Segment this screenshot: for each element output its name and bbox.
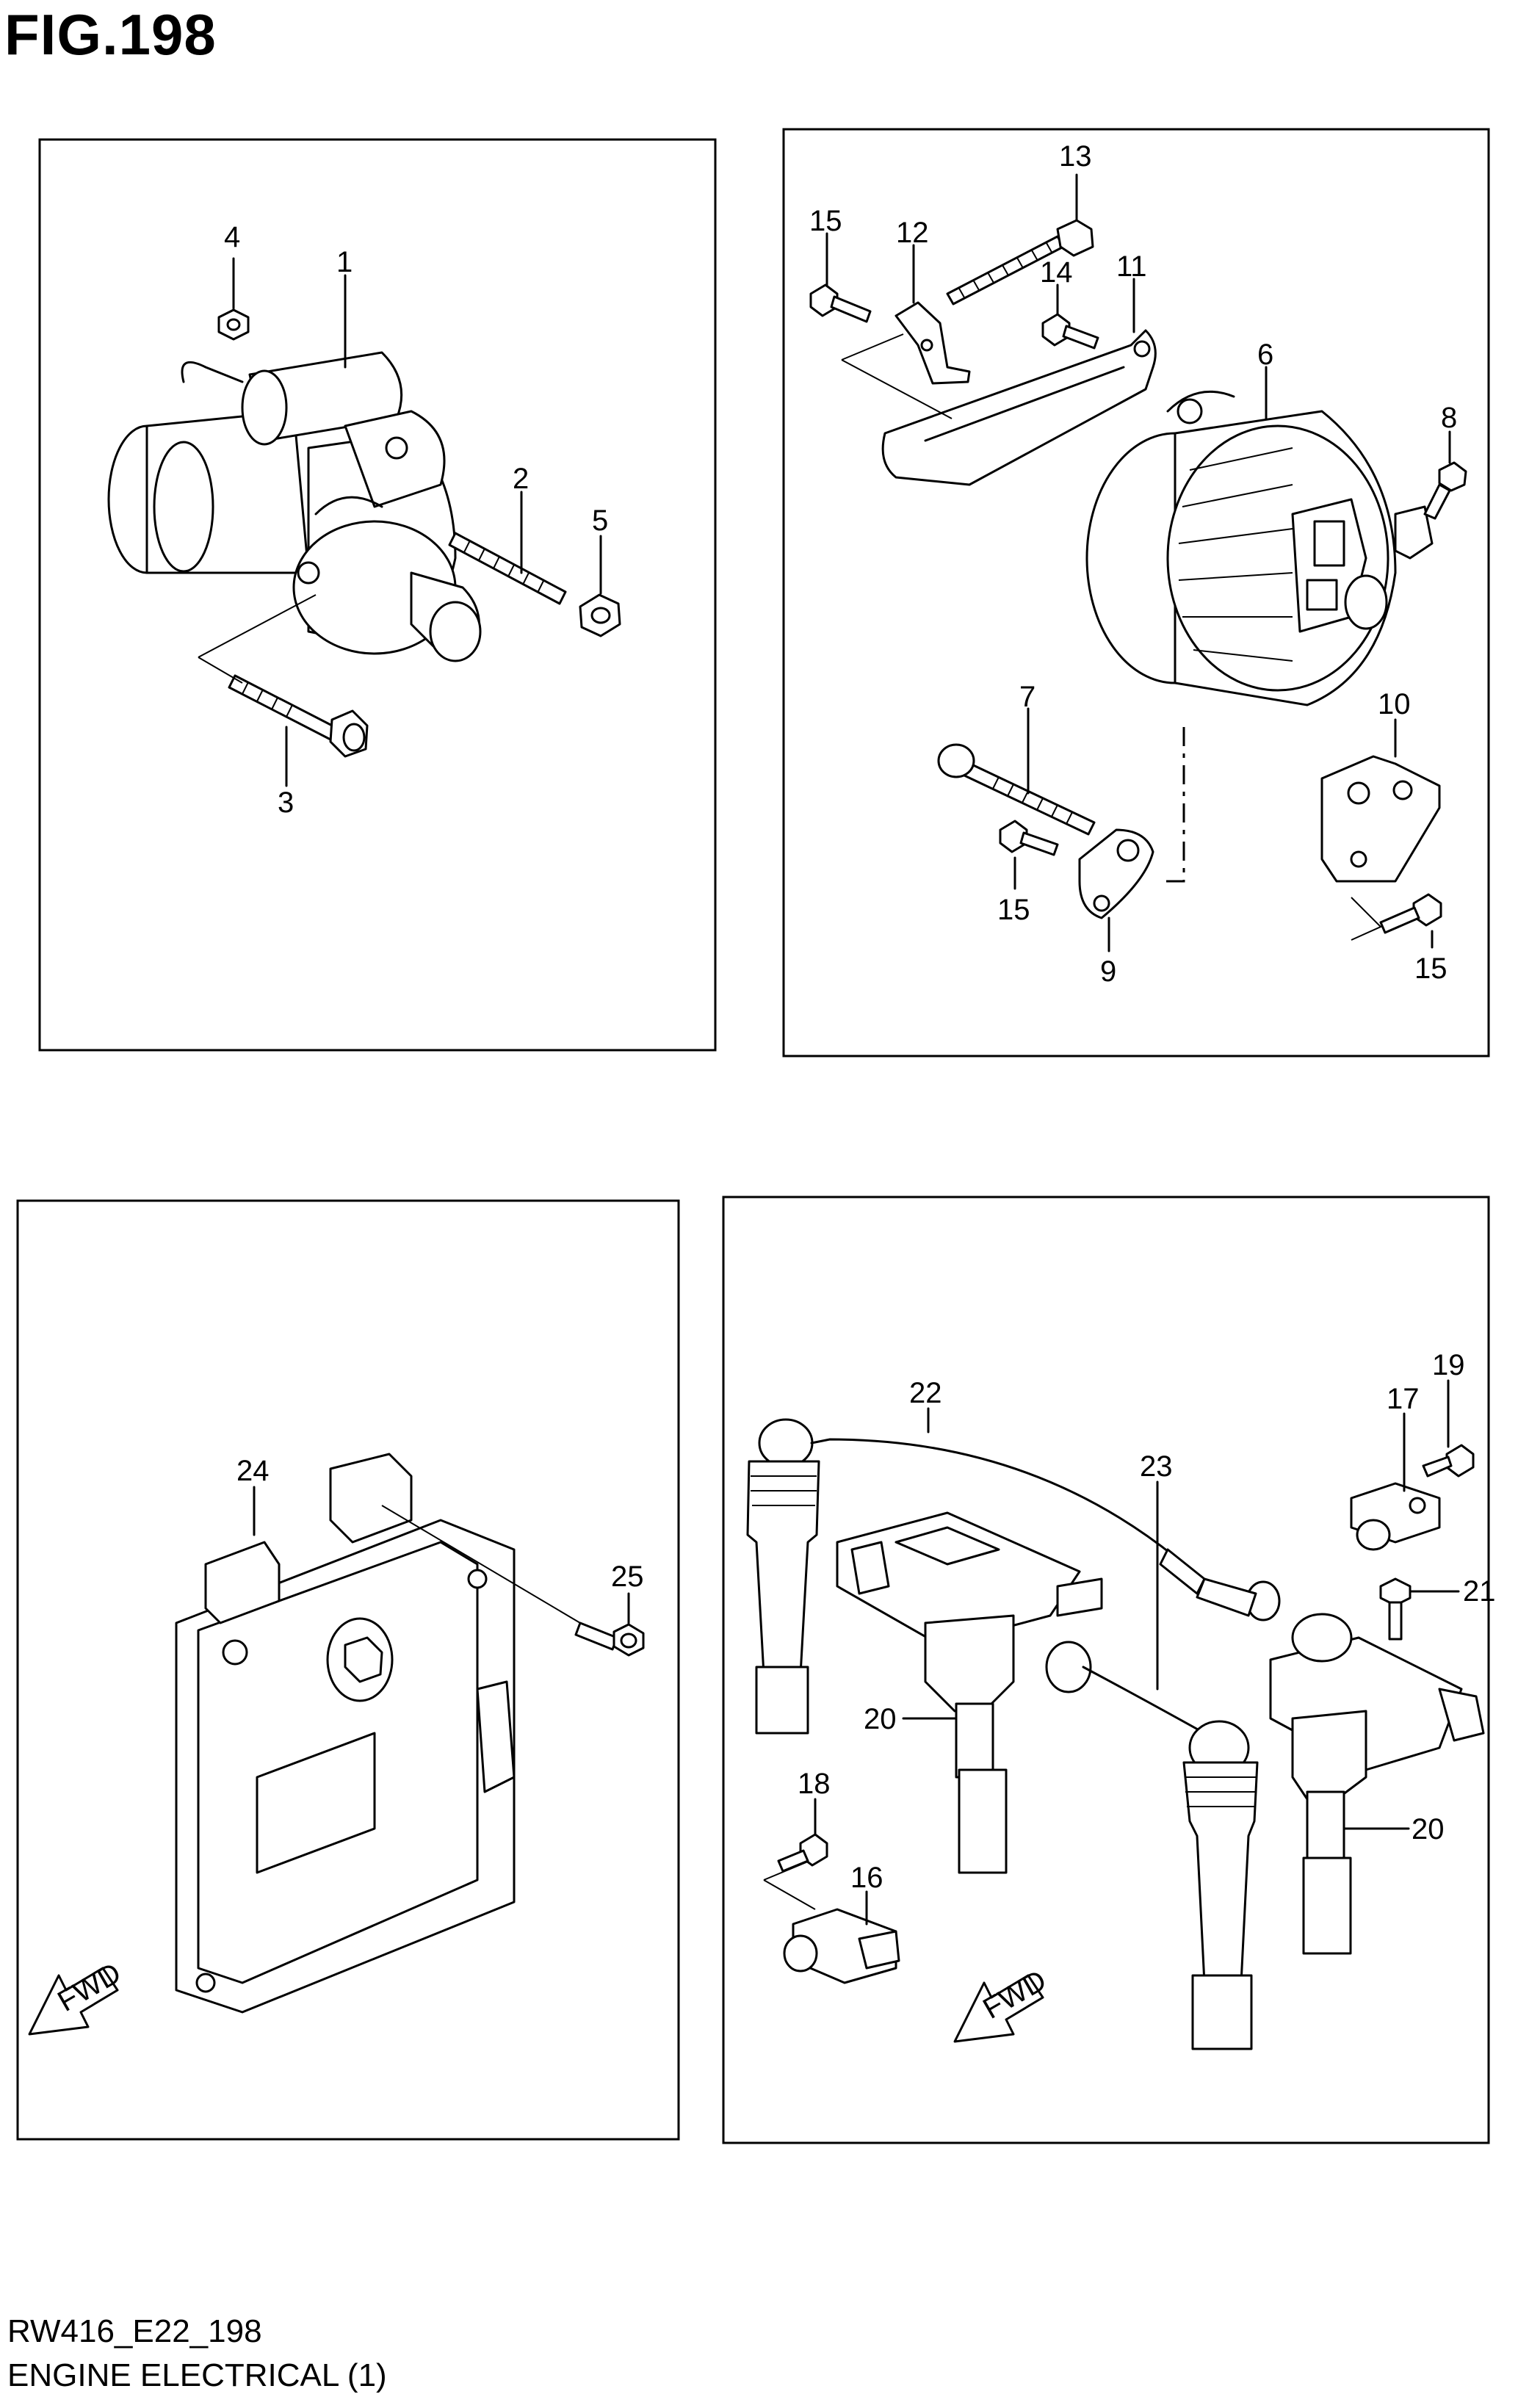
ignition-panel: FWD <box>722 1196 1490 2144</box>
alternator-panel <box>782 128 1490 1057</box>
starter-motor <box>107 351 482 662</box>
ignition-coil-left <box>836 1511 1103 1874</box>
ignition-coil-right <box>1269 1613 1485 1955</box>
crank-position-sensor <box>783 1908 900 1984</box>
starter-terminal-nut <box>217 308 250 341</box>
callout-13: 13 <box>1059 140 1092 173</box>
alternator-lower-bracket <box>1078 828 1154 919</box>
cam-position-sensor <box>1350 1482 1441 1551</box>
callout-8: 8 <box>1441 402 1457 434</box>
callout-11: 11 <box>1116 250 1147 283</box>
callout-25: 25 <box>611 1561 644 1593</box>
callout-6: 6 <box>1257 339 1273 371</box>
starter-stud-bolt <box>448 532 567 605</box>
callout-19: 19 <box>1432 1349 1465 1381</box>
alternator-panel-frame <box>782 128 1490 1057</box>
callout-5: 5 <box>592 505 608 537</box>
callout-17: 17 <box>1387 1383 1420 1415</box>
footer-section-name: ENGINE ELECTRICAL (1) <box>7 2357 387 2393</box>
callout-1: 1 <box>336 246 353 278</box>
callout-3: 3 <box>278 787 294 819</box>
alternator-bolt-15-mid <box>999 820 1059 856</box>
callout-15-top: 15 <box>809 205 842 237</box>
alternator-terminal-bolt <box>1423 461 1467 520</box>
starter-nut <box>579 593 621 637</box>
spark-plug-cap-left <box>746 1418 1281 1735</box>
alternator-mount-bracket <box>1320 755 1441 883</box>
callout-23: 23 <box>1140 1450 1173 1483</box>
ignition-coil-bolt <box>1379 1577 1412 1641</box>
alternator-stay-bracket <box>894 301 971 385</box>
starter-mount-bolt <box>228 674 369 758</box>
callout-7: 7 <box>1019 681 1036 713</box>
cam-sensor-bolt <box>1422 1444 1475 1478</box>
callout-labels: 1 2 3 4 5 6 7 8 9 10 11 12 13 14 15 15 1… <box>224 140 1496 1894</box>
alternator-bolt-15-bottom <box>1379 893 1442 934</box>
callout-2: 2 <box>513 463 529 495</box>
callout-15-mid: 15 <box>997 894 1030 926</box>
callout-4: 4 <box>224 221 240 253</box>
fwd-arrow-right-label: FWD <box>977 1964 1052 2025</box>
alternator-pivot-bolt <box>937 743 1096 836</box>
callout-22: 22 <box>909 1377 942 1409</box>
starter-panel-frame <box>38 138 717 1052</box>
callout-20-left: 20 <box>864 1703 897 1735</box>
footer-model-code: RW416_E22_198 <box>7 2313 262 2349</box>
fwd-arrow-right: FWD <box>953 1964 1052 2043</box>
callout-20-right: 20 <box>1412 1813 1445 1845</box>
callout-21: 21 <box>1463 1575 1496 1608</box>
alternator <box>1085 390 1434 706</box>
alternator-bracket-bolt-14 <box>1041 313 1099 350</box>
callout-14: 14 <box>1040 256 1073 289</box>
crank-sensor-bolt <box>777 1833 828 1873</box>
fwd-arrow-left-label: FWD <box>52 1956 126 2018</box>
fwd-arrow-left: FWD <box>28 1956 126 2036</box>
callout-15-bottom: 15 <box>1414 952 1447 985</box>
callout-9: 9 <box>1100 955 1116 988</box>
callout-18: 18 <box>798 1768 831 1800</box>
alternator-bolt-15-top <box>809 283 872 323</box>
ecm-panel-frame <box>16 1199 680 2141</box>
callout-12: 12 <box>896 217 929 249</box>
spark-plug-cable-23 <box>1045 1641 1259 2050</box>
ignition-panel-frame <box>722 1196 1490 2144</box>
callout-10: 10 <box>1378 688 1411 720</box>
ecm-panel: FWD <box>16 1199 680 2141</box>
callout-16: 16 <box>850 1862 883 1894</box>
starter-panel <box>38 138 717 1052</box>
alternator-adjust-bracket <box>881 329 1157 486</box>
callout-24: 24 <box>236 1455 270 1487</box>
engine-control-module <box>175 1453 516 2014</box>
figure-title: FIG.198 <box>4 2 217 67</box>
ecm-bolt <box>574 1621 645 1657</box>
